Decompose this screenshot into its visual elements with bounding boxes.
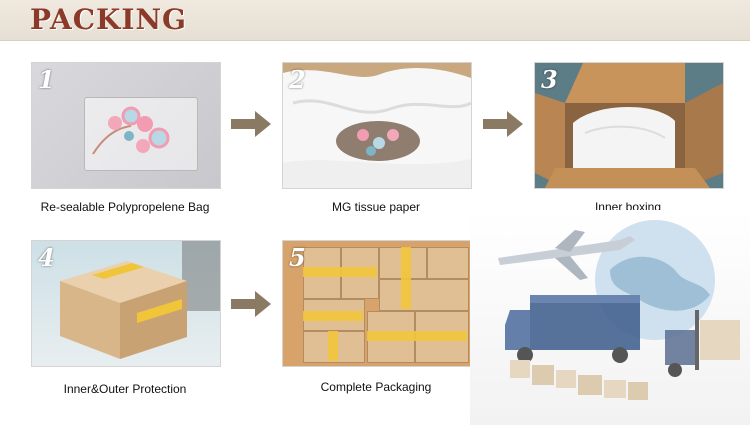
jewelry-chain-illustration: [92, 106, 170, 155]
step-3-image: 3: [534, 62, 724, 189]
step-1-caption: Re-sealable Polypropelene Bag: [40, 200, 210, 214]
packing-tape: [367, 331, 467, 341]
logistics-illustration: [470, 210, 750, 425]
carton: [427, 247, 469, 279]
step-4-caption: Inner&Outer Protection: [63, 382, 187, 396]
carton: [379, 279, 469, 311]
packing-tape: [303, 267, 377, 277]
arrow-right-icon: [483, 111, 523, 137]
step-2-number: 2: [289, 65, 306, 94]
airplane-icon: [498, 230, 635, 280]
step-2-caption: MG tissue paper: [331, 200, 421, 214]
step-5-number: 5: [289, 243, 306, 272]
step-5-caption: Complete Packaging: [320, 380, 432, 394]
inner-box-illustration: [535, 63, 723, 188]
step-5-image: 5: [282, 240, 472, 367]
packing-tape: [328, 331, 338, 361]
airplane-truck-globe-illustration: [498, 220, 740, 400]
step-1-image: 1: [31, 62, 221, 189]
packing-tape: [401, 247, 411, 309]
step-4-image: 4: [31, 240, 221, 367]
forklift-icon: [665, 310, 740, 377]
truck-icon: [505, 295, 640, 363]
step-2-image: 2: [282, 62, 472, 189]
step-1-number: 1: [38, 65, 55, 94]
header-bar: PACKING: [0, 0, 750, 41]
packing-tape: [303, 311, 363, 321]
arrow-right-icon: [231, 111, 271, 137]
tissue-paper-illustration: [283, 63, 471, 188]
step-4-number: 4: [38, 243, 55, 272]
shipping-box-illustration: [60, 241, 220, 359]
step-3-number: 3: [541, 65, 558, 94]
polypropylene-bag-illustration: [84, 97, 198, 171]
arrow-right-icon: [231, 291, 271, 317]
page-title: PACKING: [30, 3, 187, 36]
